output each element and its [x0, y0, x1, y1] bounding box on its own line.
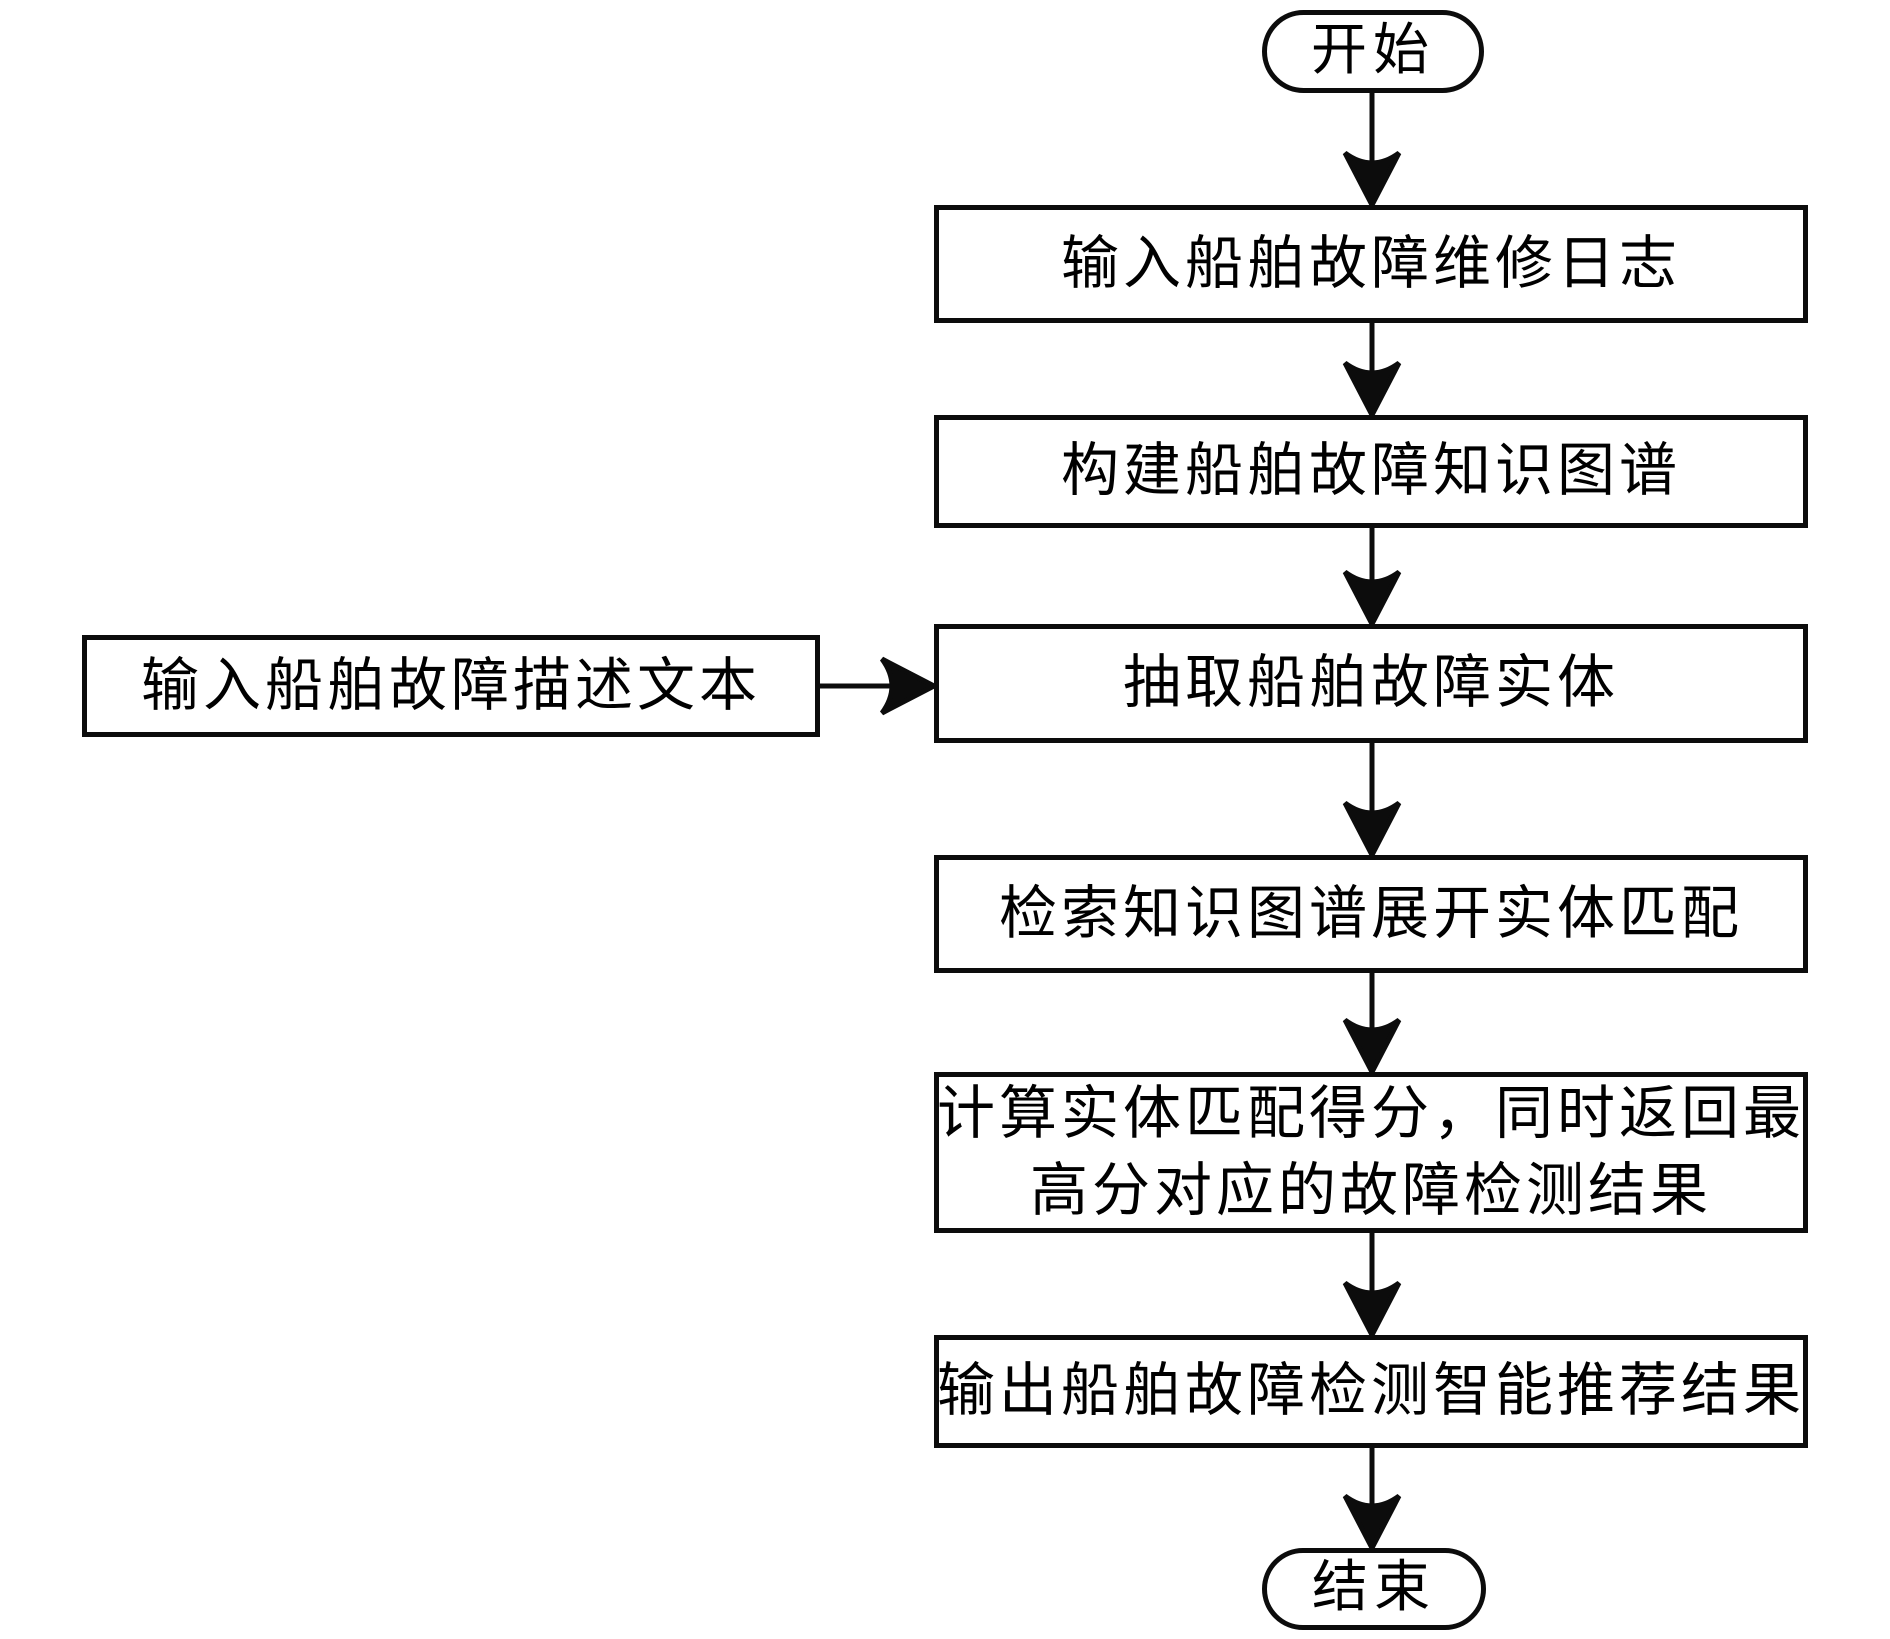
node-output-result-label: 输出船舶故障检测智能推荐结果: [937, 1358, 1806, 1424]
arrowhead-down-icon: [1342, 360, 1402, 421]
arrowhead-down-icon: [1342, 150, 1402, 211]
node-input-text: 输入船舶故障描述文本: [82, 635, 820, 737]
arrow-input-log-to-build-kg: [1342, 323, 1402, 421]
node-input-log: 输入船舶故障维修日志: [934, 205, 1808, 323]
arrowhead-down-icon: [1342, 569, 1402, 630]
arrow-build-kg-to-extract-entity: [1342, 528, 1402, 630]
node-build-kg-label: 构建船舶故障知识图谱: [1060, 438, 1681, 504]
node-compute-score-line2: 高分对应的故障检测结果: [1029, 1157, 1712, 1223]
node-start: 开始: [1262, 10, 1484, 93]
node-end-label: 结束: [1312, 1557, 1436, 1620]
node-end: 结束: [1262, 1548, 1486, 1630]
node-build-kg: 构建船舶故障知识图谱: [934, 415, 1808, 528]
arrow-input-text-to-extract-entity: [820, 656, 940, 716]
arrow-extract-entity-to-search-match: [1342, 743, 1402, 861]
node-output-result: 输出船舶故障检测智能推荐结果: [934, 1335, 1808, 1448]
arrowhead-down-icon: [1342, 1493, 1402, 1554]
node-search-match-label: 检索知识图谱展开实体匹配: [998, 880, 1743, 946]
node-compute-score: 计算实体匹配得分，同时返回最 高分对应的故障检测结果: [934, 1072, 1808, 1233]
node-compute-score-line1: 计算实体匹配得分，同时返回最: [937, 1080, 1806, 1146]
arrow-compute-score-to-output-result: [1342, 1233, 1402, 1341]
node-start-label: 开始: [1311, 19, 1435, 82]
arrow-output-result-to-end: [1342, 1448, 1402, 1554]
arrow-start-to-input-log: [1342, 93, 1402, 211]
arrowhead-down-icon: [1342, 1280, 1402, 1341]
node-input-log-label: 输入船舶故障维修日志: [1060, 230, 1681, 296]
arrowhead-right-icon: [879, 656, 940, 716]
node-search-match: 检索知识图谱展开实体匹配: [934, 855, 1808, 973]
arrowhead-down-icon: [1342, 800, 1402, 861]
arrowhead-down-icon: [1342, 1017, 1402, 1078]
node-extract-entity: 抽取船舶故障实体: [934, 624, 1808, 743]
node-extract-entity-label: 抽取船舶故障实体: [1122, 650, 1619, 716]
arrow-search-match-to-compute-score: [1342, 973, 1402, 1078]
node-input-text-label: 输入船舶故障描述文本: [140, 652, 761, 718]
